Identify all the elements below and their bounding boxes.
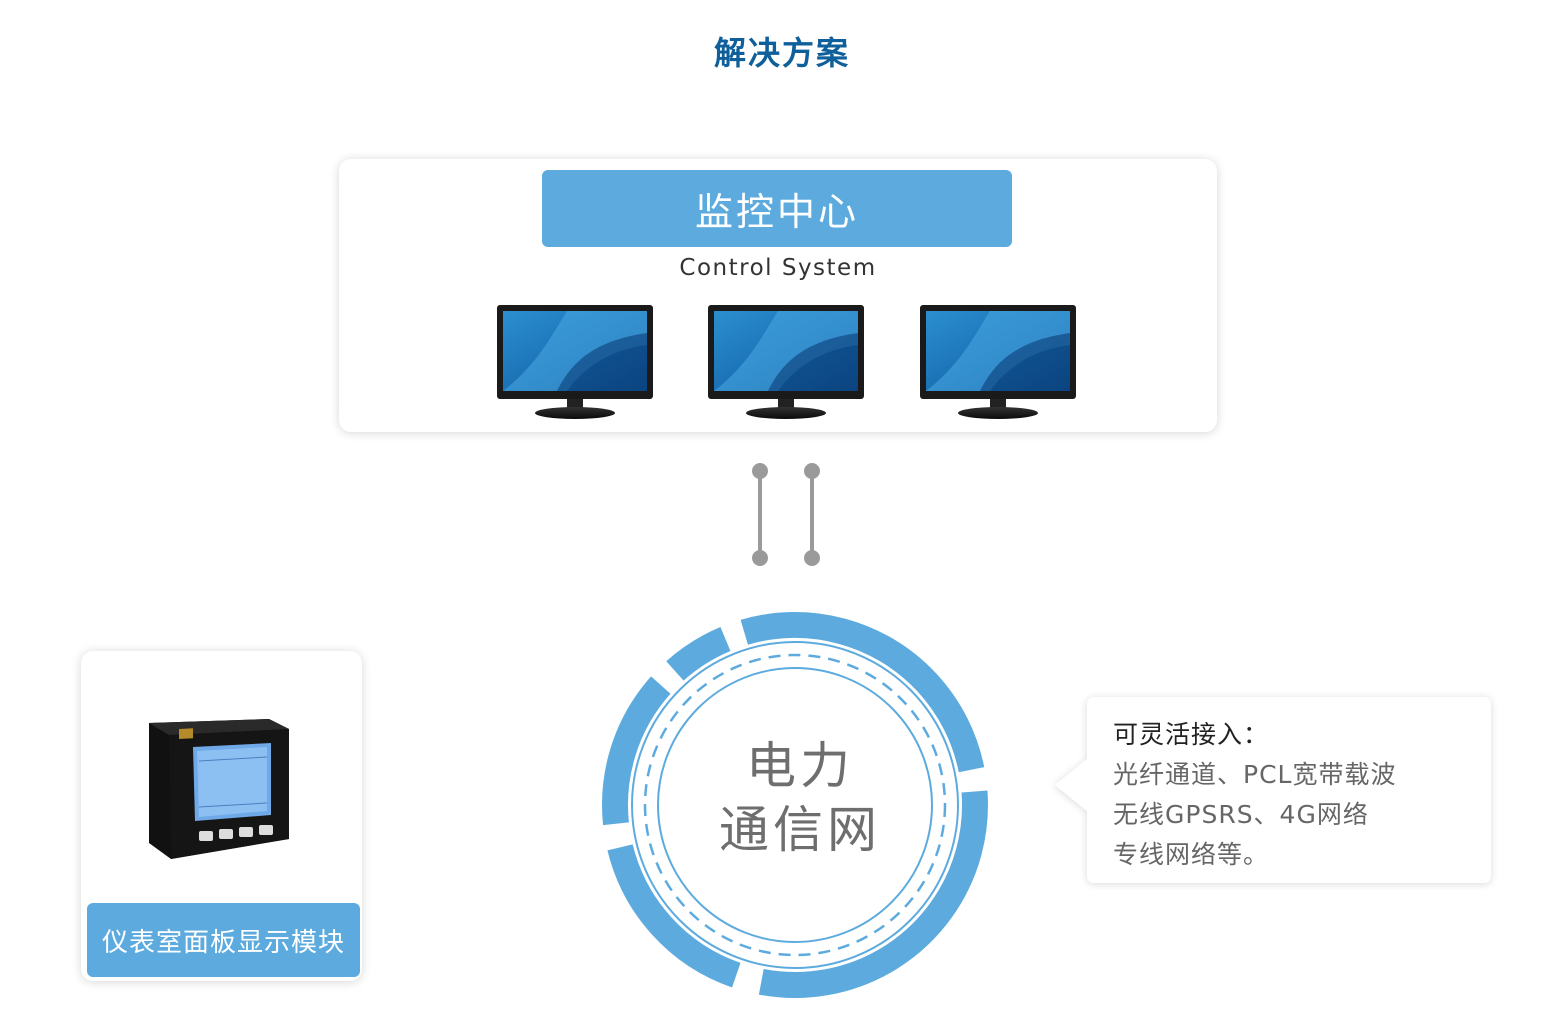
connection-link-icon	[752, 463, 820, 566]
access-line: 无线GPSRS、4G网络	[1113, 800, 1369, 829]
network-ring-icon	[602, 612, 988, 998]
monitor-icon	[920, 305, 1076, 419]
control-center-title: 监控中心	[542, 170, 1012, 247]
device-card: 仪表室面板显示模块	[81, 651, 362, 981]
callout-bubble	[1055, 697, 1491, 883]
access-line: 专线网络等。	[1113, 840, 1270, 869]
monitor-icon	[497, 305, 653, 419]
access-heading: 可灵活接入：	[1113, 720, 1270, 749]
control-center-card: 监控中心 Control System	[339, 159, 1217, 432]
panel-meter-icon	[149, 719, 289, 859]
network-label-line2: 通信网	[719, 801, 881, 859]
network-label-line1: 电力	[746, 737, 854, 795]
device-label: 仪表室面板显示模块	[87, 903, 360, 977]
page-title: 解决方案	[713, 34, 850, 72]
monitor-icon	[708, 305, 864, 419]
access-line: 光纤通道、PCL宽带载波	[1113, 760, 1397, 789]
access-callout: 可灵活接入： 光纤通道、PCL宽带载波 无线GPSRS、4G网络 专线网络等。	[1055, 697, 1491, 883]
control-center-subtitle: Control System	[679, 255, 877, 281]
